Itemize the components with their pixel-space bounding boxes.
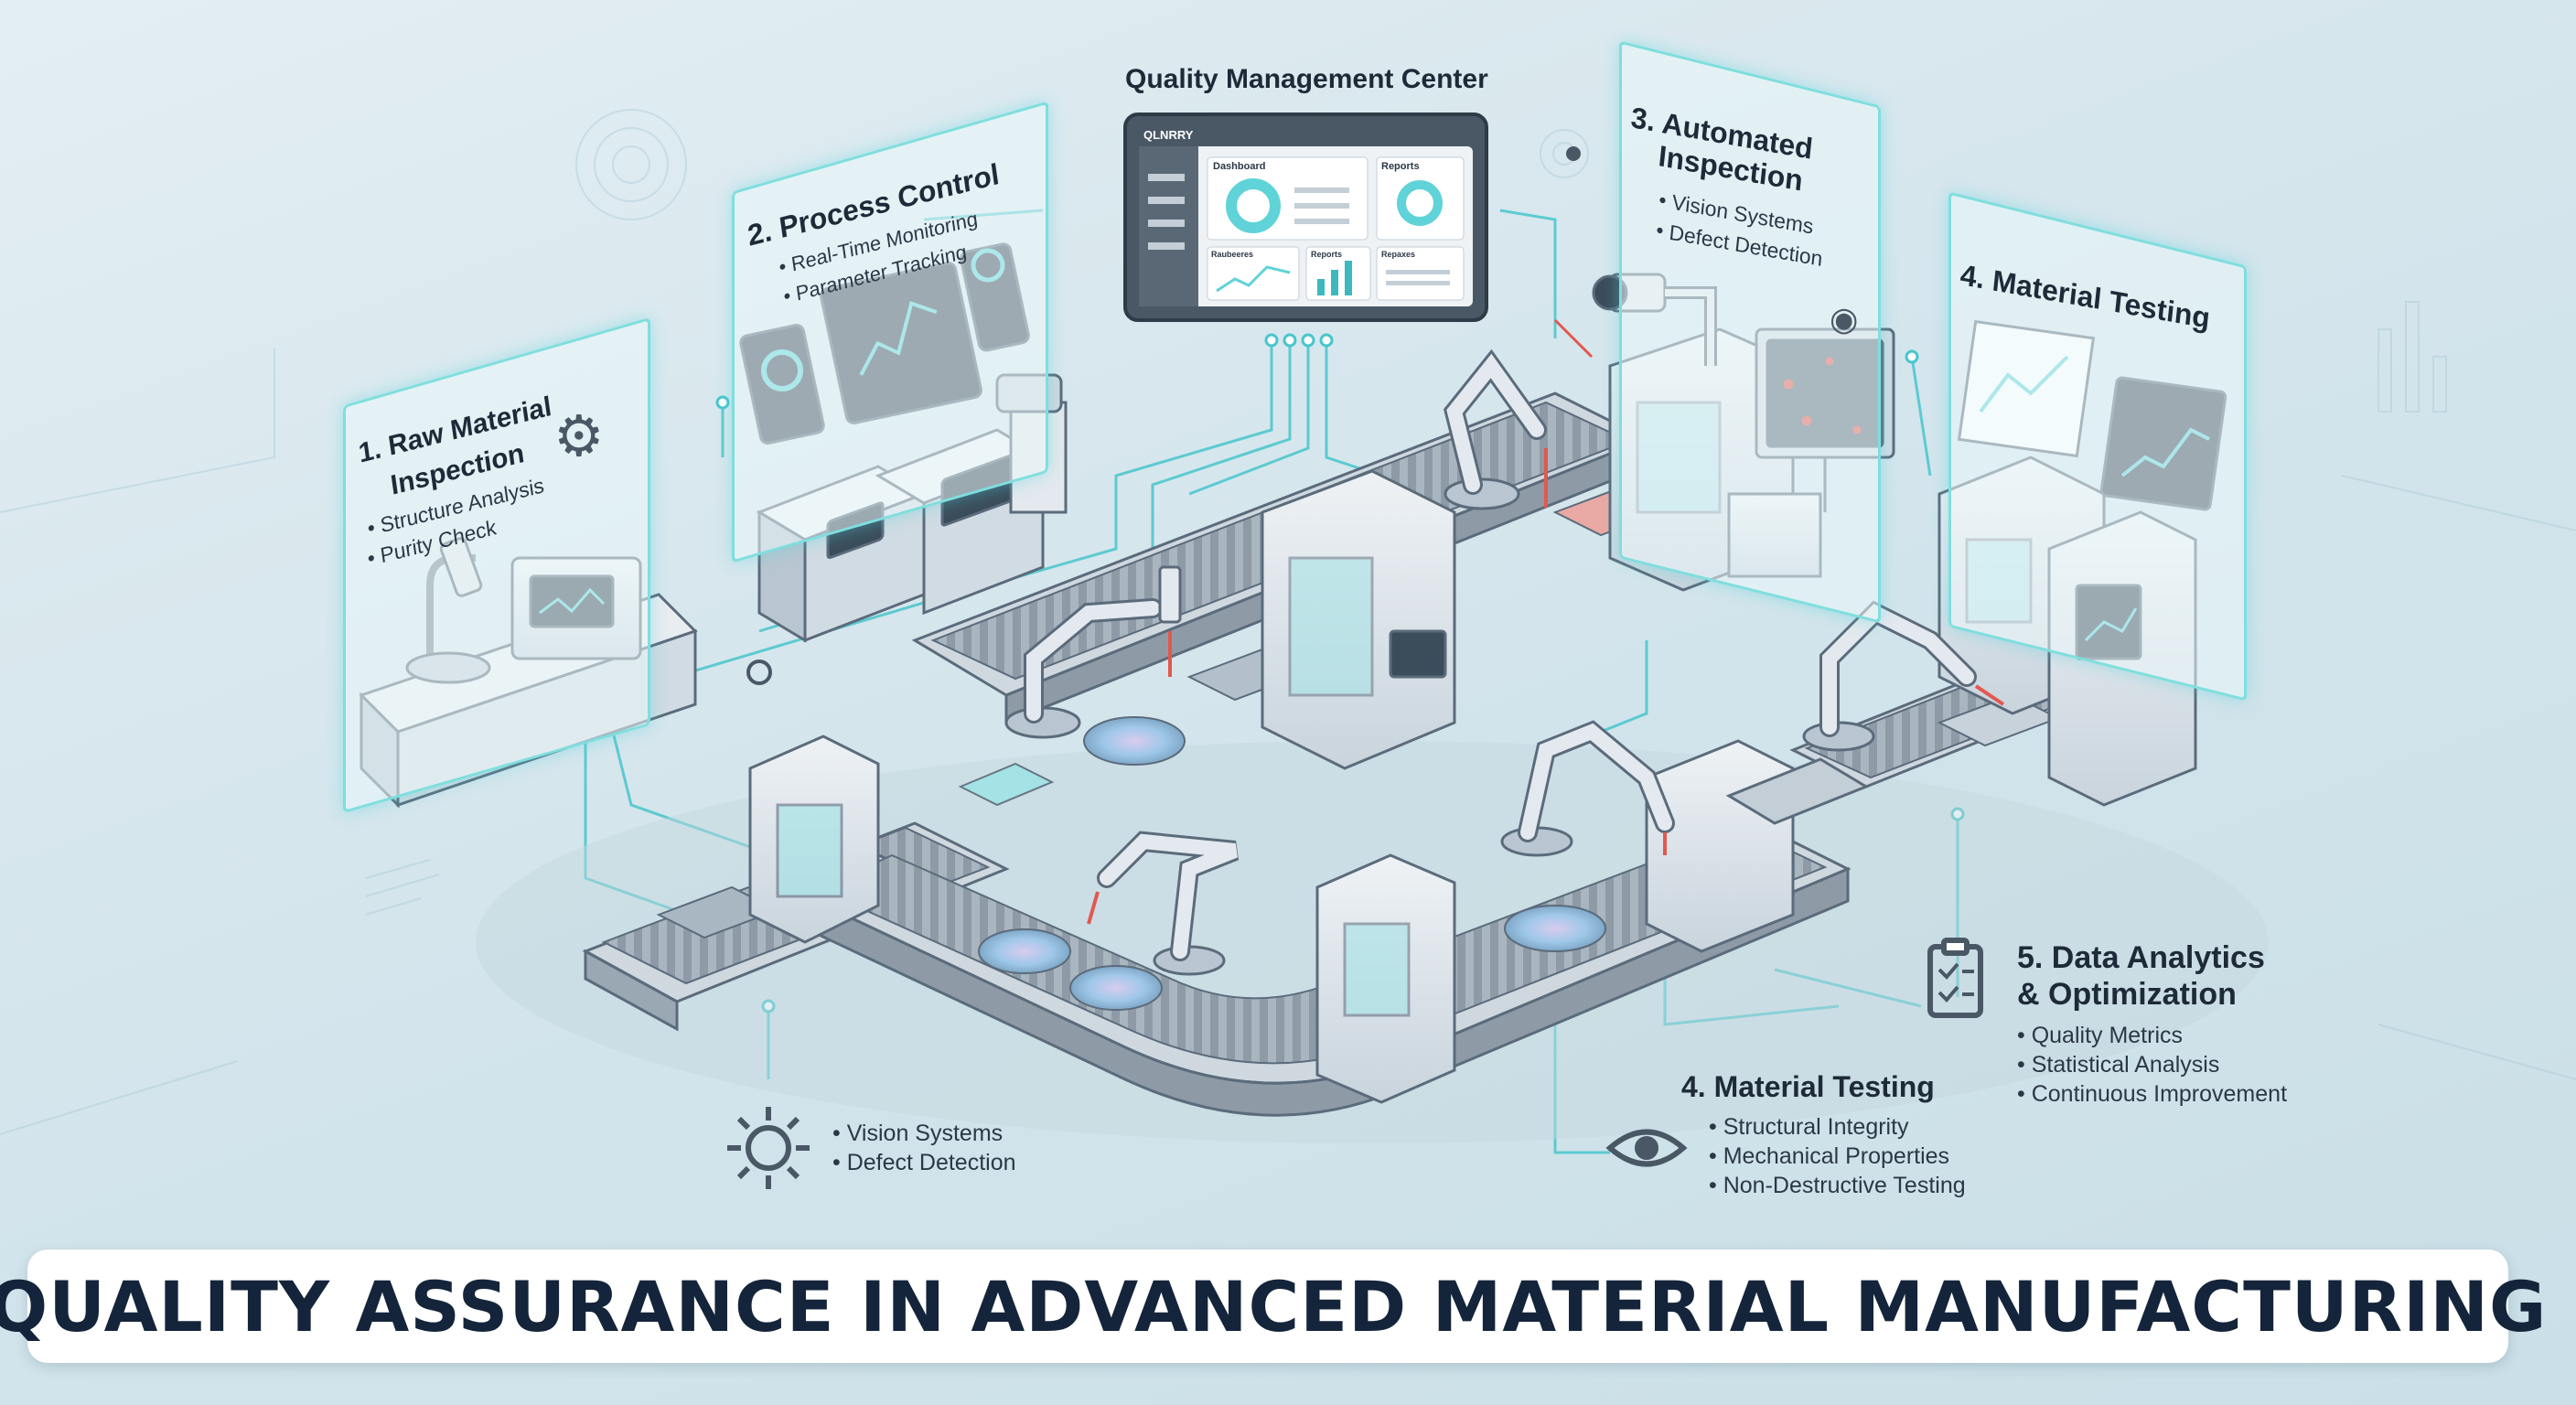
quality-center-logo: QLNRRY: [1143, 128, 1194, 142]
floor-label-3-item: • Statistical Analysis: [2017, 1052, 2220, 1078]
eye-icon: ◉: [1830, 300, 1859, 338]
floor-label-1-item: • Vision Systems: [832, 1121, 1004, 1146]
tile-reports-2: Reports: [1311, 250, 1343, 259]
floor-icons: [727, 146, 1983, 1189]
floor-label-2-title: 4. Material Testing: [1681, 1070, 1935, 1103]
tile-raubeeres: Raubeeres: [1211, 250, 1254, 259]
gear-icon: ⚙: [553, 405, 605, 468]
floor-label-3-item: • Quality Metrics: [2017, 1023, 2184, 1048]
floor-label-3-title-line-2: & Optimization: [2017, 977, 2237, 1012]
tile-reports: Reports: [1381, 161, 1420, 172]
floor-label-2-item: • Structural Integrity: [1709, 1114, 1909, 1140]
quality-center-title: Quality Management Center: [1125, 64, 1488, 94]
floor-label-3-title-line-1: 5. Data Analytics: [2017, 940, 2265, 975]
floor-label-2-item: • Non-Destructive Testing: [1709, 1173, 1966, 1198]
floor-label-2-item: • Mechanical Properties: [1709, 1143, 1950, 1169]
floor-label-1-item: • Defect Detection: [832, 1150, 1016, 1175]
title-banner: QUALITY ASSURANCE IN ADVANCED MATERIAL M…: [0, 1249, 2546, 1363]
background-hud: [0, 109, 2576, 1135]
tile-repaxes: Repaxes: [1381, 250, 1416, 259]
page-title: QUALITY ASSURANCE IN ADVANCED MATERIAL M…: [0, 1265, 2548, 1347]
floor-label-3-item: • Continuous Improvement: [2017, 1081, 2288, 1107]
quality-center-monitor: [1123, 113, 1488, 322]
tile-dashboard: Dashboard: [1213, 161, 1266, 172]
